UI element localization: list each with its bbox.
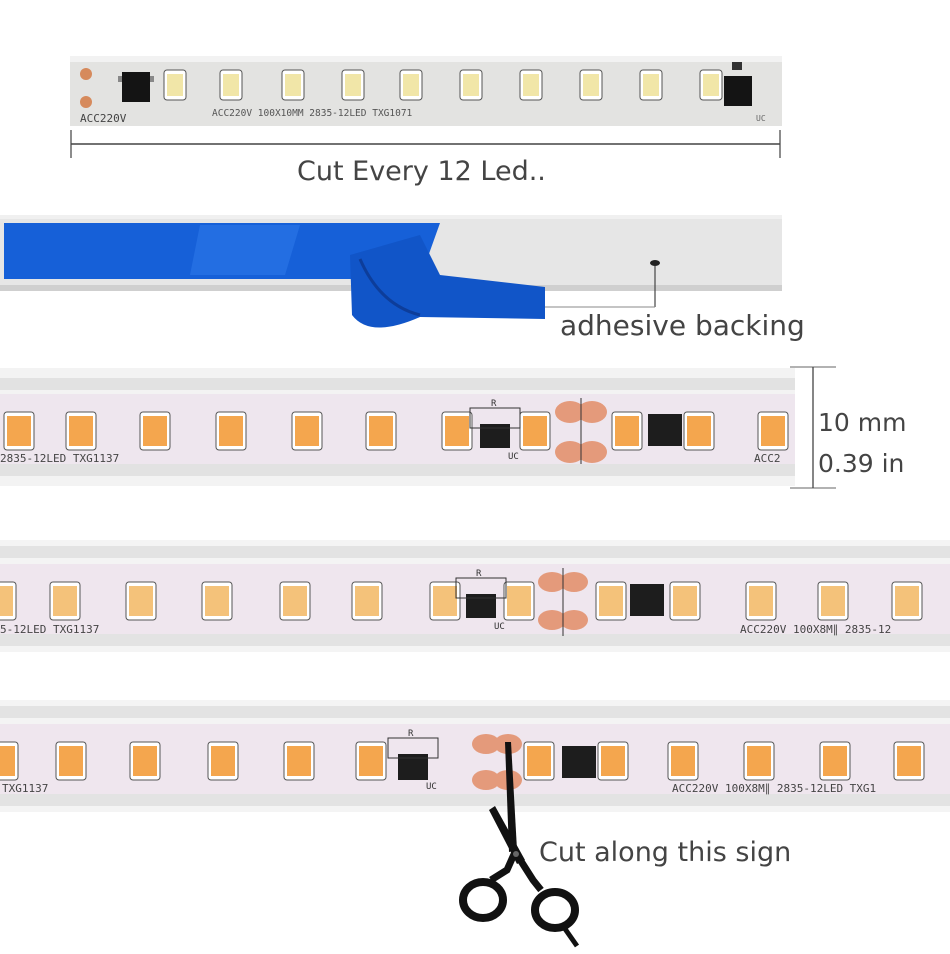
adhesive-caption: adhesive backing: [560, 309, 805, 342]
cut-along-caption: Cut along this sign: [539, 837, 792, 868]
scissors-icon: [455, 740, 585, 950]
strip3-chip-r: R: [491, 399, 497, 409]
led-chip: [167, 74, 183, 96]
led-chip: [287, 746, 311, 776]
height-dimension-marker: [790, 366, 840, 490]
led-chip: [223, 74, 239, 96]
led-chip: [527, 746, 551, 776]
strip5-chip-r: R: [408, 729, 414, 739]
strip1-leds: [163, 69, 723, 101]
cut-length-bracket-graphic: [70, 130, 781, 158]
led-chip: [0, 746, 15, 776]
strip3-chip-uc: UC: [508, 452, 519, 462]
led-strip-5: TXG1137 ACC220V 100X8M∥ 2835-12LED TXG1 …: [0, 700, 950, 812]
strip1-label-c: 2835-12LED: [309, 108, 367, 119]
led-chip: [359, 746, 383, 776]
led-chip: [433, 586, 457, 616]
led-chip: [403, 74, 419, 96]
strip4-chip-uc: UC: [494, 622, 505, 632]
dimension-mm: 10 mm: [818, 408, 907, 437]
led-chip: [205, 586, 229, 616]
led-chip: [355, 586, 379, 616]
led-chip: [283, 586, 307, 616]
strip4-chip-r: R: [476, 569, 482, 579]
led-chip: [507, 586, 531, 616]
led-chip: [601, 746, 625, 776]
led-chip: [445, 416, 469, 446]
strip1-print: ACC220V 100X10MM 2835-12LED TXG1071: [212, 108, 412, 119]
led-chip: [369, 416, 393, 446]
strip3-label-left: 2835-12LED TXG1137: [0, 452, 120, 465]
led-strip-3: 2835-12LED TXG1137 ACC2 R UC: [0, 368, 795, 486]
strip4-label-left: 5-12LED TXG1137: [0, 623, 100, 636]
led-chip: [895, 586, 919, 616]
led-chip: [133, 746, 157, 776]
led-chip: [615, 416, 639, 446]
led-chip: [211, 746, 235, 776]
led-chip: [69, 416, 93, 446]
led-strip-1: ACC220V ACC220V 100X10MM 2835-12LED TXG1…: [70, 56, 782, 126]
led-chip: [463, 74, 479, 96]
adhesive-strip: [0, 215, 782, 345]
strip1-label-b: 100X10MM: [257, 108, 304, 119]
led-chip: [345, 74, 361, 96]
led-chip: [523, 74, 539, 96]
led-chip: [219, 416, 243, 446]
cut-length-bracket: [70, 130, 782, 160]
led-chip: [129, 586, 153, 616]
strip1-label-d: TXG1071: [372, 108, 413, 119]
led-chip: [285, 74, 301, 96]
strip5-chip-uc: UC: [426, 782, 437, 792]
strip1-label-a2: ACC220V: [212, 108, 253, 119]
strip3-label-right: ACC2: [754, 452, 781, 465]
led-strip-4: 5-12LED TXG1137 ACC220V 100X8M∥ 2835-12 …: [0, 540, 950, 652]
led-chip: [687, 416, 711, 446]
led-chip: [599, 586, 623, 616]
led-chip: [673, 586, 697, 616]
scissors-graphic: [459, 742, 580, 948]
strip1-uc-label: UC: [756, 114, 766, 123]
strip5-label-right: ACC220V 100X8M∥ 2835-12LED TXG1: [672, 782, 877, 795]
led-strip-1-graphic: ACC220V: [70, 56, 782, 126]
led-chip: [749, 586, 773, 616]
height-dimension-graphic: [790, 366, 836, 489]
led-chip: [897, 746, 921, 776]
led-strip-4-graphic: [0, 540, 950, 652]
led-strip-3-graphic: [0, 368, 795, 486]
led-chip: [523, 416, 547, 446]
led-chip: [53, 586, 77, 616]
led-chip: [643, 74, 659, 96]
led-chip: [295, 416, 319, 446]
strip4-label-right: ACC220V 100X8M∥ 2835-12: [740, 623, 892, 636]
led-chip: [671, 746, 695, 776]
led-chip: [761, 416, 785, 446]
cut-every-caption: Cut Every 12 Led..: [297, 156, 546, 187]
led-chip: [823, 746, 847, 776]
led-chip: [7, 416, 31, 446]
adhesive-strip-graphic: [0, 215, 782, 328]
strip1-label-a: ACC220V: [80, 112, 127, 125]
led-chip: [583, 74, 599, 96]
led-chip: [0, 586, 13, 616]
led-strip-5-graphic: [0, 700, 950, 812]
led-chip: [59, 746, 83, 776]
led-chip: [821, 586, 845, 616]
strip5-label-left: TXG1137: [2, 782, 49, 795]
led-chip: [703, 74, 719, 96]
led-chip: [747, 746, 771, 776]
dimension-in: 0.39 in: [818, 449, 905, 478]
led-chip: [143, 416, 167, 446]
